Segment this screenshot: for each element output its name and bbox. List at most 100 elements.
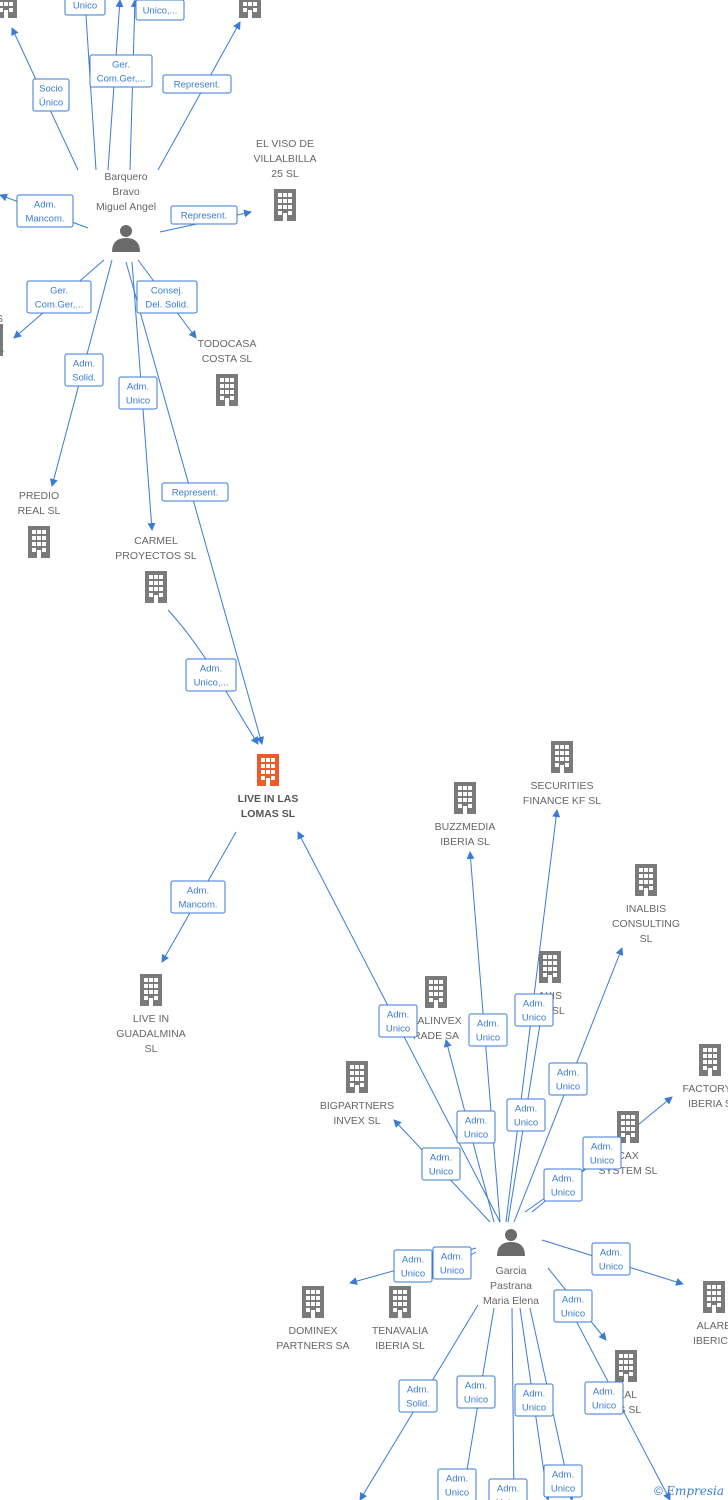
- node-label: PARTNERS SA: [276, 1340, 349, 1352]
- edge-label-text: Unico: [440, 1266, 464, 1277]
- edge-label-l-repr1[interactable]: Represent.: [162, 74, 232, 94]
- edge-label-l-repr2[interactable]: Represent.: [170, 205, 238, 225]
- edge-label-l-g15[interactable]: Adm.Solid.: [398, 1379, 438, 1413]
- edge-label-l-admsolid1[interactable]: Adm.Solid.: [64, 353, 104, 387]
- building-icon: [140, 974, 162, 1006]
- node-securities[interactable]: SECURITIES FINANCE KF SL: [523, 741, 601, 807]
- node-label: EL VISO DE: [256, 138, 314, 150]
- node-label: FINANCE KF SL: [523, 795, 601, 807]
- edge-label-l-g3[interactable]: Adm.Unico: [514, 993, 554, 1027]
- edge-label-text: Adm.: [465, 1116, 487, 1127]
- edge-label-text: Ger.: [50, 286, 68, 297]
- edge-label-l-g11[interactable]: Adm.Unico: [432, 1246, 472, 1280]
- edge-label-box: [64, 353, 104, 387]
- edge-4: [157, 21, 241, 171]
- person-icon: [497, 1229, 525, 1256]
- edge-label-text: Adm.: [497, 1484, 519, 1495]
- edge-label-text: Mancom.: [178, 900, 217, 911]
- edge-label-l-g4[interactable]: Adm.Unico: [548, 1062, 588, 1096]
- edge-label-l-g18[interactable]: Adm.Unico: [437, 1468, 477, 1500]
- watermark[interactable]: © Empresia: [654, 1484, 724, 1498]
- building-icon: [389, 1286, 411, 1318]
- edge-label-l-consej[interactable]: Consej.Del. Solid.: [136, 280, 198, 314]
- edge-label-box: [135, 0, 185, 21]
- building-icon: [703, 1281, 725, 1313]
- edge-label-l-admunico1[interactable]: Adm.Unico: [118, 376, 158, 410]
- edge-label-l-gercom2[interactable]: Ger. Com.Ger,...: [26, 280, 92, 314]
- node-top-left-bldg[interactable]: [0, 0, 17, 18]
- edge-label-text: Del. Solid.: [145, 300, 188, 311]
- node-label: IBERICA: [693, 1335, 728, 1347]
- node-label: GUADALMINA: [116, 1028, 185, 1040]
- node-label: SECURITIES: [530, 780, 593, 792]
- edge-label-text: Com.Ger,...: [35, 300, 84, 311]
- node-label: ES: [0, 313, 3, 325]
- edge-label-l-g7[interactable]: Adm.Unico: [421, 1147, 461, 1181]
- node-label: BALINVEX: [410, 1015, 461, 1027]
- edge-label-text: Unico: [476, 1033, 500, 1044]
- building-icon: [302, 1286, 324, 1318]
- edge-label-l-admunico2[interactable]: Adm.Unico,...: [185, 658, 237, 692]
- node-label: PREDIO: [19, 490, 59, 502]
- edge-label-l-admmanc2[interactable]: Adm.Mancom.: [170, 880, 226, 914]
- edge-label-l-g19[interactable]: Adm. Unico: [543, 1464, 583, 1498]
- edge-label-l-g12[interactable]: Adm.Unico: [591, 1242, 631, 1276]
- node-top-right-bldg[interactable]: [239, 0, 261, 18]
- edge-label-l-admmanc1[interactable]: Adm.Mancom.: [16, 194, 74, 228]
- edge-label-l-repr3[interactable]: Represent.: [161, 482, 229, 502]
- building-icon: [699, 1044, 721, 1076]
- node-factoryl[interactable]: FACTORYLIBERIA S: [682, 1044, 728, 1110]
- edge-label-l-g16[interactable]: Adm.Unico: [456, 1375, 496, 1409]
- edge-label-text: Unico: [551, 1484, 575, 1495]
- edge-label-text: Unico: [73, 1, 97, 12]
- edge-label-l-g5[interactable]: Adm.Unico: [456, 1110, 496, 1144]
- edge-label-text: Adm.: [557, 1068, 579, 1079]
- edge-label-text: Unico: [522, 1013, 546, 1024]
- node-label: CAX: [617, 1150, 639, 1162]
- edge-label-l-g9[interactable]: Adm.Unico: [543, 1168, 583, 1202]
- edge-label-l-g1[interactable]: Adm.Unico: [378, 1004, 418, 1038]
- edge-label-text: Unico: [386, 1024, 410, 1035]
- node-label: IBERIA SL: [440, 836, 490, 848]
- edge-label-text: Unico: [464, 1395, 488, 1406]
- edge-label-l-g6[interactable]: Adm.Unico: [506, 1098, 546, 1132]
- edge-label-l-g13[interactable]: Adm.Unico: [553, 1289, 593, 1323]
- edge-label-box: [162, 74, 232, 94]
- edge-label-l-g8[interactable]: Adm.Unico: [582, 1136, 622, 1170]
- edge-label-box: [488, 1478, 528, 1500]
- edge-label-l-unico-top2[interactable]: Unico,...: [135, 0, 185, 21]
- edge-label-text: Adm.: [73, 359, 95, 370]
- edge-label-l-g14[interactable]: Adm.Unico: [584, 1381, 624, 1415]
- edge-label-text: Adm.: [552, 1470, 574, 1481]
- edge-label-box: [437, 1468, 477, 1500]
- edge-label-l-g20[interactable]: Adm.Unico: [488, 1478, 528, 1500]
- node-es-partial[interactable]: ESSO...: [0, 313, 4, 356]
- edge-label-l-gercom1[interactable]: Ger.Com.Ger,...: [89, 54, 153, 88]
- node-label: INVEX SL: [333, 1115, 380, 1127]
- edge-label-l-g2[interactable]: Adm.Unico: [468, 1013, 508, 1047]
- edge-label-box: [514, 993, 554, 1027]
- edge-label-box: [393, 1249, 433, 1283]
- edge-label-text: Unico: [429, 1167, 453, 1178]
- node-label: Bravo: [112, 186, 140, 198]
- node-label: Garcia: [496, 1265, 527, 1277]
- edge-label-l-g10[interactable]: Adm.Unico: [393, 1249, 433, 1283]
- edge-label-l-unico-top[interactable]: Unico: [64, 0, 106, 16]
- edge-label-l-g17[interactable]: Adm.Unico: [514, 1383, 554, 1417]
- node-alare[interactable]: ALAREIBERICA: [693, 1281, 728, 1347]
